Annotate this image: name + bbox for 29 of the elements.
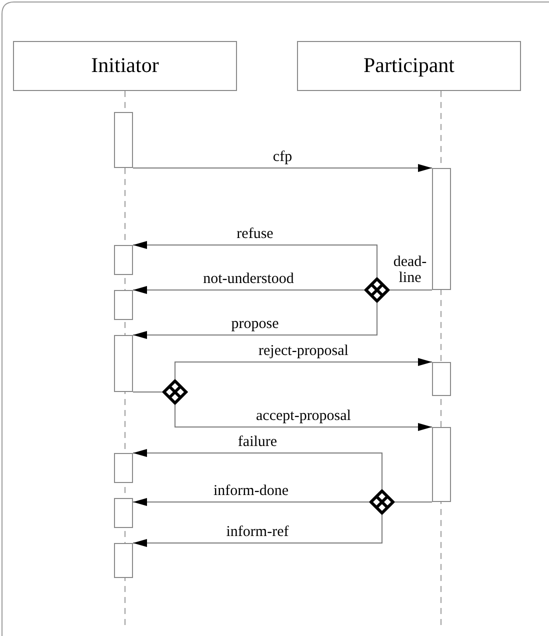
xor-diamond (369, 489, 395, 515)
activation-bar (114, 453, 133, 483)
activation-bar (114, 335, 133, 392)
message-arrow (132, 286, 364, 294)
xor-diamond (162, 379, 188, 405)
message-arrow (132, 514, 382, 547)
edge-label: cfp (270, 149, 294, 165)
actor-name: Initiator (91, 52, 159, 80)
message-arrow (132, 164, 432, 172)
lifeline-head (13, 41, 237, 91)
activation-bar (114, 112, 133, 168)
lifeline-head (297, 41, 521, 91)
message-arrow (132, 302, 378, 339)
activation-bar (432, 168, 451, 290)
edge-label: reject-proposal (256, 343, 350, 359)
activation-bar (114, 245, 133, 275)
activation-bar (114, 543, 133, 578)
activation-bar (114, 290, 133, 320)
message-arrow (174, 358, 432, 380)
edge-label: accept-proposal (254, 408, 353, 424)
message-arrow (132, 498, 370, 506)
xor-diamond (364, 277, 390, 303)
activation-bar (432, 427, 451, 502)
message-arrow (174, 404, 432, 431)
message-arrow (132, 241, 378, 278)
activation-bar (114, 498, 133, 528)
message-arrow (132, 449, 382, 490)
activation-bar (432, 362, 451, 396)
actor-name: Participant (364, 52, 454, 80)
